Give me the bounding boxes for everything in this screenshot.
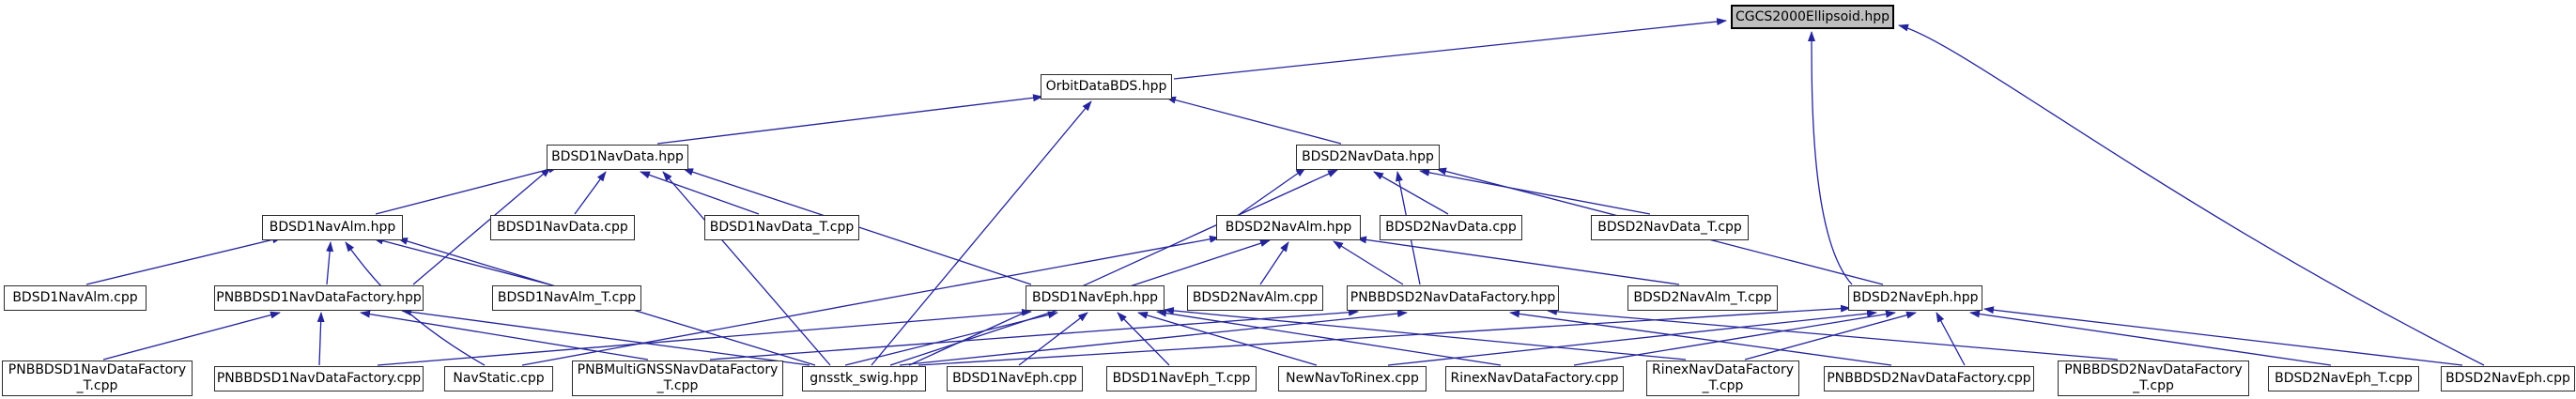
graph-node-pnbmultignssnavdatafactory-t-cpp[interactable]: PNBMultiGNSSNavDataFactory _T.cpp — [572, 361, 783, 396]
edge-pnbbdsd1navdatafactory-cpp--pnbbdsd1navdatafactory-hpp — [316, 312, 325, 366]
graph-node-pnbbdsd1navdatafactory-hpp[interactable]: PNBBDSD1NavDataFactory.hpp — [214, 285, 424, 311]
graph-node-bdsd1naveph-t-cpp[interactable]: BDSD1NavEph_T.cpp — [1106, 366, 1257, 391]
graph-node-bdsd1navdata-hpp[interactable]: BDSD1NavData.hpp — [547, 145, 688, 170]
edge-bdsd1navalm-cpp--bdsd1navalm-hpp — [85, 236, 283, 285]
edge-pnbbdsd1navdatafactory-hpp--bdsd1navdata-hpp — [412, 167, 551, 285]
graph-node-pnbbdsd2navdatafactory-cpp[interactable]: PNBBDSD2NavDataFactory.cpp — [1824, 366, 2034, 391]
edge-orbitdatabds-hpp--cgcs2000ellipsoid-hpp — [1173, 18, 1727, 80]
edge-gnsstk-swig-hpp--pnbbdsd1navdatafactory-hpp — [401, 308, 810, 366]
graph-node-pnbbdsd2navdatafactory-t-cpp[interactable]: PNBBDSD2NavDataFactory _T.cpp — [2058, 361, 2249, 396]
edge-pnbmultignssnavdatafactory-t-cpp--pnbbdsd2navdatafactory-hpp — [709, 308, 1359, 361]
edge-pnbbdsd2navdatafactory-cpp--pnbbdsd2navdatafactory-hpp — [1509, 310, 1892, 366]
edge-bdsd2navalm-t-cpp--bdsd2navalm-hpp — [1356, 236, 1680, 285]
graph-node-bdsd1navalm-cpp[interactable]: BDSD1NavAlm.cpp — [4, 285, 147, 311]
edge-bdsd1navdata-hpp--orbitdatabds-hpp — [656, 94, 1043, 145]
edge-bdsd2navdata-hpp--orbitdatabds-hpp — [1165, 96, 1342, 145]
edge-bdsd2naveph-hpp--cgcs2000ellipsoid-hpp — [1808, 31, 1853, 285]
edge-pnbmultignssnavdatafactory-t-cpp--pnbbdsd1navdatafactory-hpp — [360, 310, 649, 361]
graph-node-pnbbdsd1navdatafactory-t-cpp[interactable]: PNBBDSD1NavDataFactory _T.cpp — [2, 361, 193, 396]
edge-pnbbdsd2navdatafactory-hpp--bdsd2navalm-hpp — [1333, 240, 1404, 285]
graph-node-bdsd2navalm-cpp[interactable]: BDSD2NavAlm.cpp — [1187, 285, 1323, 311]
graph-node-bdsd2naveph-t-cpp[interactable]: BDSD2NavEph_T.cpp — [2268, 366, 2419, 391]
graph-node-rinexnavdatafactory-t-cpp[interactable]: RinexNavDataFactory _T.cpp — [1646, 361, 1799, 396]
edge-bdsd1navalm-hpp--bdsd1navdata-hpp — [375, 165, 559, 215]
graph-node-bdsd1navdata-t-cpp[interactable]: BDSD1NavData_T.cpp — [704, 215, 859, 240]
graph-node-newnavtorinex-cpp[interactable]: NewNavToRinex.cpp — [1278, 366, 1427, 391]
graph-node-bdsd1naveph-cpp[interactable]: BDSD1NavEph.cpp — [947, 366, 1083, 391]
edge-bdsd2naveph-cpp--bdsd2naveph-hpp — [1983, 306, 2463, 366]
edge-bdsd2navdata-t-cpp--bdsd2navdata-hpp — [1419, 168, 1651, 215]
edge-bdsd1naveph-t-cpp--bdsd1naveph-hpp — [1117, 312, 1170, 366]
graph-node-bdsd2navdata-cpp[interactable]: BDSD2NavData.cpp — [1380, 215, 1522, 240]
graph-node-pnbbdsd2navdatafactory-hpp[interactable]: PNBBDSD2NavDataFactory.hpp — [1347, 285, 1559, 311]
graph-node-bdsd2navdata-hpp[interactable]: BDSD2NavData.hpp — [1296, 145, 1440, 170]
edge-bdsd1navdata-t-cpp--bdsd1navdata-hpp — [640, 171, 760, 215]
edge-gnsstk-swig-hpp--bdsd2navdata-hpp — [908, 169, 1338, 366]
edge-bdsd2navalm-cpp--bdsd2navalm-hpp — [1259, 241, 1289, 285]
graph-node-bdsd1naveph-hpp[interactable]: BDSD1NavEph.hpp — [1026, 285, 1165, 311]
edge-gnsstk-swig-hpp--bdsd2naveph-hpp — [918, 304, 1851, 366]
graph-node-orbitdatabds-hpp[interactable]: OrbitDataBDS.hpp — [1041, 74, 1172, 100]
edge-pnbbdsd1navdatafactory-t-cpp--pnbbdsd1navdatafactory-hpp — [102, 311, 281, 361]
graph-node-gnsstk-swig-hpp[interactable]: gnsstk_swig.hpp — [802, 366, 926, 391]
graph-node-bdsd1navdata-cpp[interactable]: BDSD1NavData.cpp — [490, 215, 635, 240]
edge-gnsstk-swig-hpp--bdsd1navdata-hpp — [662, 171, 831, 366]
edge-gnsstk-swig-hpp--orbitdatabds-hpp — [871, 100, 1092, 366]
edge-pnbbdsd1navdatafactory-hpp--bdsd1navalm-hpp — [326, 241, 334, 285]
edge-rinexnavdatafactory-cpp--bdsd1naveph-hpp — [1156, 309, 1502, 366]
edge-rinexnavdatafactory-cpp--bdsd2naveph-hpp — [1573, 310, 1896, 366]
edge-newnavtorinex-cpp--bdsd1naveph-hpp — [1137, 311, 1318, 366]
edge-bdsd1navalm-t-cpp--bdsd1navalm-hpp — [373, 237, 550, 285]
edge-bdsd2navdata-cpp--bdsd2navdata-hpp — [1373, 171, 1449, 215]
graph-node-rinexnavdatafactory-cpp[interactable]: RinexNavDataFactory.cpp — [1445, 366, 1624, 391]
edge-pnbbdsd1navdatafactory-cpp--bdsd1naveph-hpp — [377, 308, 1032, 366]
graph-node-navstatic-cpp[interactable]: NavStatic.cpp — [444, 366, 553, 391]
edge-bdsd2navalm-hpp--bdsd2navdata-hpp — [1239, 167, 1306, 215]
edge-rinexnavdatafactory-t-cpp--bdsd2naveph-hpp — [1744, 311, 1917, 361]
edge-bdsd1navdata-cpp--bdsd1navdata-hpp — [574, 171, 607, 215]
graph-node-cgcs2000ellipsoid-hpp[interactable]: CGCS2000Ellipsoid.hpp — [1731, 5, 1894, 29]
graph-node-bdsd2naveph-hpp[interactable]: BDSD2NavEph.hpp — [1848, 285, 1982, 311]
graph-node-pnbbdsd1navdatafactory-cpp[interactable]: PNBBDSD1NavDataFactory.cpp — [214, 366, 424, 391]
graph-node-bdsd1navalm-hpp[interactable]: BDSD1NavAlm.hpp — [262, 215, 403, 240]
graph-node-bdsd1navalm-t-cpp[interactable]: BDSD1NavAlm_T.cpp — [492, 285, 641, 311]
graph-node-bdsd2navalm-hpp[interactable]: BDSD2NavAlm.hpp — [1216, 215, 1361, 240]
graph-node-bdsd2navalm-t-cpp[interactable]: BDSD2NavAlm_T.cpp — [1627, 285, 1778, 311]
edge-newnavtorinex-cpp--bdsd2naveph-hpp — [1387, 310, 1877, 366]
edge-gnsstk-swig-hpp--bdsd1naveph-hpp — [844, 311, 1058, 366]
edge-bdsd1naveph-cpp--bdsd1naveph-hpp — [1018, 312, 1088, 366]
edge-bdsd2naveph-t-cpp--bdsd2naveph-hpp — [1969, 310, 2332, 366]
edge-bdsd2naveph-cpp--cgcs2000ellipsoid-hpp — [1898, 23, 2485, 366]
edge-rinexnavdatafactory-t-cpp--bdsd1naveph-hpp — [1164, 306, 1687, 361]
edge-pnbbdsd2navdatafactory-cpp--bdsd2naveph-hpp — [1936, 312, 1966, 366]
edge-gnsstk-swig-hpp--pnbbdsd2navdatafactory-hpp — [899, 310, 1408, 366]
graph-node-bdsd2navdata-t-cpp[interactable]: BDSD2NavData_T.cpp — [1591, 215, 1749, 240]
graph-node-bdsd2naveph-cpp[interactable]: BDSD2NavEph.cpp — [2441, 366, 2575, 391]
